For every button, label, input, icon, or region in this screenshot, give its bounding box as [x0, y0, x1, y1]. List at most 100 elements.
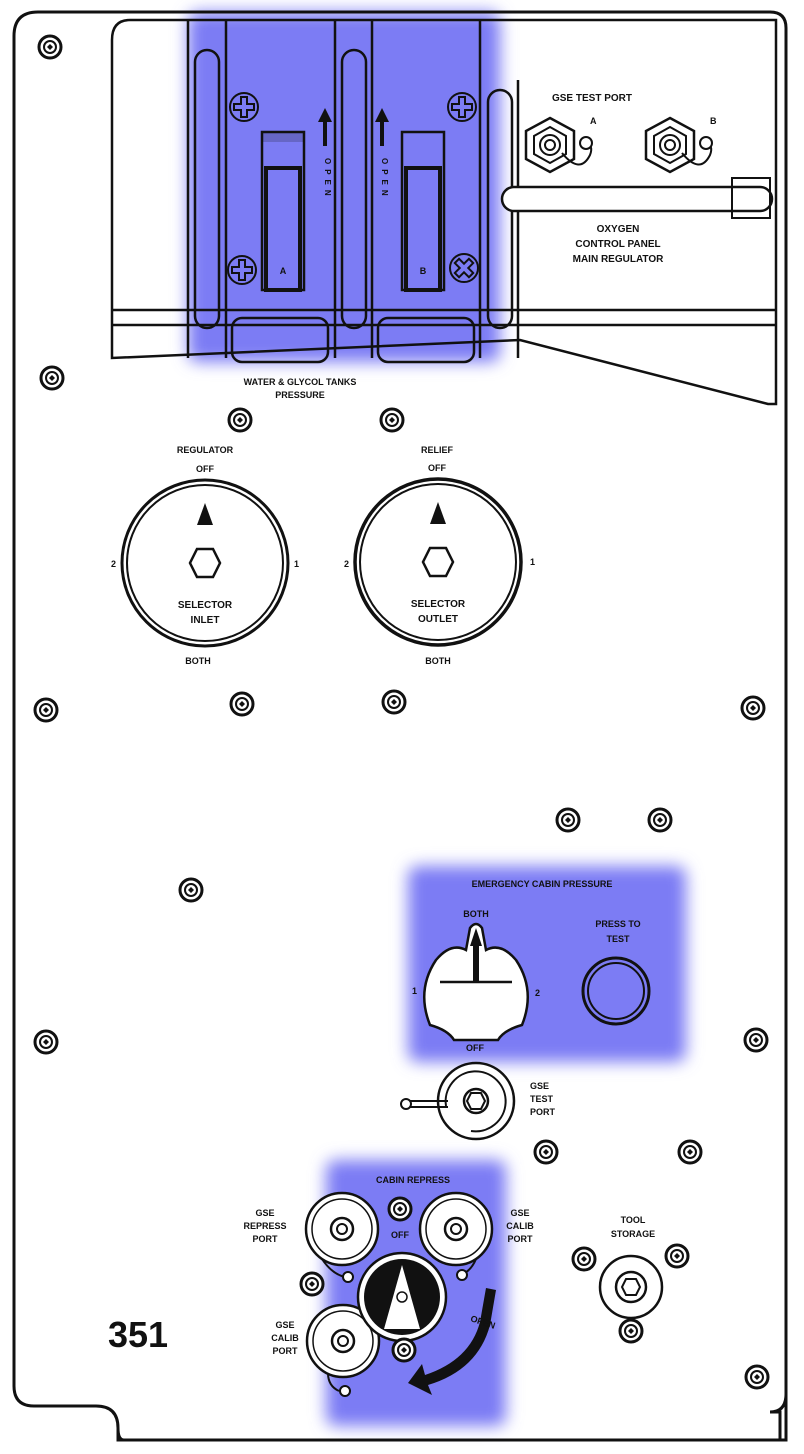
screw-icon [39, 365, 65, 391]
horizontal-handle [500, 177, 774, 219]
regulator-pos-2: 2 [111, 559, 116, 569]
pointer-icon [470, 928, 482, 982]
screw-icon [37, 34, 63, 60]
pointer-icon [430, 502, 446, 524]
port-a-label: A [590, 116, 597, 126]
screw-icon [571, 1246, 597, 1272]
oxygen-title-line2: CONTROL PANEL [575, 239, 660, 250]
gse-test-port-line3: PORT [530, 1107, 556, 1117]
shutoff-a-label: A [280, 266, 287, 276]
water-glycol-title-line1: WATER & GLYCOL TANKS [244, 377, 357, 387]
oxygen-control-recess [110, 18, 778, 406]
oxygen-shutoff-valve-b[interactable]: B [400, 130, 446, 292]
regulator-selector-line2: INLET [191, 615, 220, 626]
press-to-test-button[interactable] [581, 956, 651, 1026]
open-arrow-icon [375, 108, 389, 146]
phillips-screw-icon [447, 92, 477, 122]
regulator-inlet-selector-knob[interactable] [120, 478, 290, 648]
screw-icon [379, 407, 405, 433]
calib-right-line3: PORT [507, 1234, 533, 1244]
emergency-pos-1: 1 [412, 986, 417, 996]
screw-icon [178, 877, 204, 903]
regulator-label: REGULATOR [177, 445, 234, 455]
screw-icon [677, 1139, 703, 1165]
tool-storage-fitting[interactable] [598, 1254, 664, 1320]
gse-test-port-a[interactable] [524, 116, 593, 174]
gse-test-port-b[interactable] [644, 116, 713, 174]
relief-both-label: BOTH [425, 656, 451, 666]
relief-pos-2: 2 [344, 559, 349, 569]
hex-nut-icon [421, 546, 455, 578]
pointer-icon [197, 503, 213, 525]
calib-left-line1: GSE [275, 1320, 294, 1330]
panel-number: 351 [108, 1314, 168, 1355]
regulator-selector-line1: SELECTOR [178, 600, 233, 611]
calib-left-line2: CALIB [271, 1333, 299, 1343]
open-arrow-icon [318, 108, 332, 146]
screw-icon [555, 807, 581, 833]
phillips-screw-icon [227, 255, 257, 285]
gse-test-port-line2: TEST [530, 1094, 554, 1104]
repress-port-line2: REPRESS [243, 1221, 286, 1231]
screw-icon [391, 1337, 417, 1363]
repress-port-line3: PORT [252, 1234, 278, 1244]
hex-nut-icon [188, 547, 222, 579]
screw-icon [743, 1027, 769, 1053]
cabin-repress-title: CABIN REPRESS [376, 1175, 450, 1185]
open-direction-arrow-icon [408, 1288, 496, 1395]
emergency-cabin-pressure-selector[interactable] [423, 922, 529, 1042]
relief-outlet-selector-knob[interactable] [353, 477, 523, 647]
oxygen-title-line3: MAIN REGULATOR [573, 254, 665, 265]
screw-icon [33, 697, 59, 723]
press-to-test-line1: PRESS TO [595, 919, 640, 929]
screw-icon [381, 689, 407, 715]
phillips-screw-icon [449, 253, 479, 283]
screw-icon [299, 1271, 325, 1297]
tool-storage-line2: STORAGE [611, 1229, 655, 1239]
screw-icon [227, 407, 253, 433]
cabin-repress-off-label: OFF [391, 1230, 409, 1240]
gse-calib-port-left[interactable] [305, 1303, 381, 1397]
regulator-both-label: BOTH [185, 656, 211, 666]
regulator-pos-1: 1 [294, 559, 299, 569]
relief-selector-line1: SELECTOR [411, 599, 466, 610]
screw-icon [618, 1318, 644, 1344]
phillips-screw-icon [229, 92, 259, 122]
water-glycol-title-line2: PRESSURE [275, 390, 325, 400]
calib-right-line2: CALIB [506, 1221, 534, 1231]
screw-icon [740, 695, 766, 721]
screw-icon [33, 1029, 59, 1055]
calib-right-line1: GSE [510, 1208, 529, 1218]
cabin-repress-valve-knob[interactable] [356, 1251, 448, 1343]
gse-test-port-line1: GSE [530, 1081, 549, 1091]
screw-icon [744, 1364, 770, 1390]
gse-repress-port[interactable] [304, 1191, 380, 1283]
gse-calib-port-right[interactable] [418, 1191, 494, 1281]
relief-off-label: OFF [428, 463, 446, 473]
relief-selector-line2: OUTLET [418, 614, 458, 625]
oxygen-title-line1: OXYGEN [597, 224, 640, 235]
shutoff-b-label: B [420, 266, 427, 276]
screw-icon [647, 807, 673, 833]
calib-left-line3: PORT [272, 1346, 298, 1356]
gse-test-port[interactable] [400, 1061, 516, 1141]
screw-icon [387, 1196, 413, 1222]
repress-port-line1: GSE [255, 1208, 274, 1218]
emergency-cabin-pressure-title: EMERGENCY CABIN PRESSURE [472, 879, 613, 889]
screw-icon [229, 691, 255, 717]
open-label-b: OPEN [380, 158, 389, 201]
press-to-test-line2: TEST [606, 934, 630, 944]
port-b-label: B [710, 116, 717, 126]
screw-icon [664, 1243, 690, 1269]
regulator-off-label: OFF [196, 464, 214, 474]
gse-test-port-title: GSE TEST PORT [552, 93, 632, 104]
screw-icon [533, 1139, 559, 1165]
oxygen-shutoff-valve-a[interactable]: A [260, 130, 306, 292]
emergency-pos-2: 2 [535, 988, 540, 998]
open-label-a: OPEN [323, 158, 332, 201]
tool-storage-line1: TOOL [621, 1215, 646, 1225]
emergency-both-label: BOTH [463, 909, 489, 919]
relief-label: RELIEF [421, 445, 454, 455]
emergency-off-label: OFF [466, 1043, 484, 1053]
